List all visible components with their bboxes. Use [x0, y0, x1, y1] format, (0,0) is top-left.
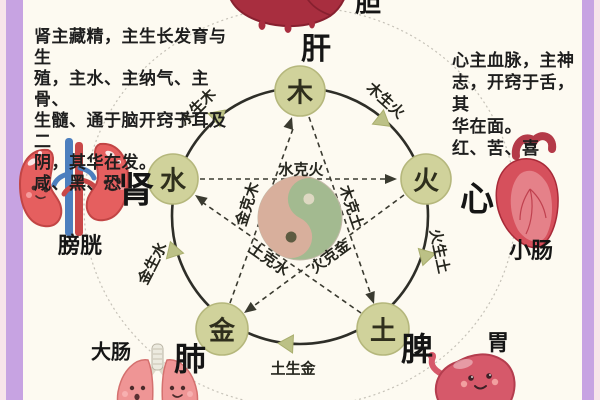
kidney-description-block: 肾主藏精，主生长发育与生 殖，主水、主纳气、主骨、 生髓、通于脑开窍于耳及二 阴…: [34, 27, 239, 195]
label-water-overcomes-fire: 水克火: [278, 160, 324, 179]
node-metal: [195, 302, 249, 356]
element-metal-label: 金: [208, 316, 236, 347]
heart-description-block: 心主血脉，主神 志，开窍于舌，其 华在面。 红、苦、喜: [452, 50, 584, 160]
heart-description-line: 志，开窍于舌，其: [452, 73, 575, 115]
arrowhead-at-earth: [365, 291, 375, 304]
lungs-illustration: [116, 343, 199, 400]
overcoming-arrowheads: [195, 117, 397, 313]
heart-description-line: 心主血脉，主神: [452, 51, 575, 71]
bladder-label: 膀胱: [57, 234, 103, 259]
yinyang-symbol: [257, 175, 343, 261]
element-nodes: [147, 65, 452, 356]
element-fire-label: 火: [412, 166, 440, 197]
stomach-label: 胃: [486, 331, 510, 356]
kidney-vessel-red: [75, 142, 83, 236]
yang-dot: [303, 193, 315, 205]
element-earth-label: 土: [369, 316, 397, 347]
kidney-description-line: 肾主藏精，主生长发育与生: [34, 27, 227, 68]
liver-label: 肝: [301, 32, 331, 67]
arrow-fire-to-earth: [417, 247, 437, 267]
spleen-label: 脾: [400, 330, 434, 368]
kidney-description-line: 生髓、通于脑开窍于耳及二: [34, 111, 227, 152]
heart-description-line: 红、苦、喜: [452, 139, 540, 159]
arrow-metal-to-water: [165, 240, 185, 260]
right-pink-border: [594, 0, 600, 400]
node-fire: [400, 153, 452, 205]
left-pink-border: [0, 0, 6, 400]
label-earth-generates-metal: 土生金: [270, 359, 316, 378]
line-fire-to-metal: [250, 194, 405, 309]
generating-cycle-arrows: [165, 108, 437, 354]
heart-label: 心: [460, 179, 494, 220]
yin-dot: [285, 231, 297, 243]
node-water: [147, 153, 199, 205]
kidney-description-line: 殖，主水、主纳气、主骨、: [34, 69, 209, 110]
arrowhead-at-metal: [244, 301, 257, 313]
kidney-label: 肾: [117, 170, 155, 211]
lung-label: 肺: [173, 340, 207, 378]
kidneys-illustration: [18, 138, 130, 236]
arrowhead-at-fire: [385, 174, 397, 184]
small-intestine-label: 小肠: [508, 239, 554, 264]
heart-description-line: 华在面。: [452, 117, 522, 137]
arrowhead-at-wood: [283, 117, 294, 130]
arrowhead-at-water: [195, 195, 208, 207]
node-earth: [356, 302, 410, 356]
left-kidney: [18, 148, 63, 228]
large-intestine-label: 大肠: [91, 339, 131, 364]
kidney-description-line: 咸、黑、恐: [34, 174, 122, 194]
right-purple-border: [582, 0, 594, 400]
arrow-earth-to-metal: [277, 334, 295, 354]
heart-illustration: [495, 132, 559, 249]
kidney-description-line: 阴，其华在发。: [34, 153, 157, 173]
left-purple-border: [6, 0, 23, 400]
gallbladder-label: 胆: [354, 0, 382, 19]
arrow-water-to-wood: [207, 109, 226, 128]
element-wood-label: 木: [286, 78, 314, 109]
element-water-label: 水: [159, 166, 187, 197]
arrow-wood-to-fire: [371, 108, 391, 127]
spleen-illustration: [428, 352, 516, 400]
node-wood: [274, 65, 326, 117]
liver-illustration: [230, 0, 345, 33]
